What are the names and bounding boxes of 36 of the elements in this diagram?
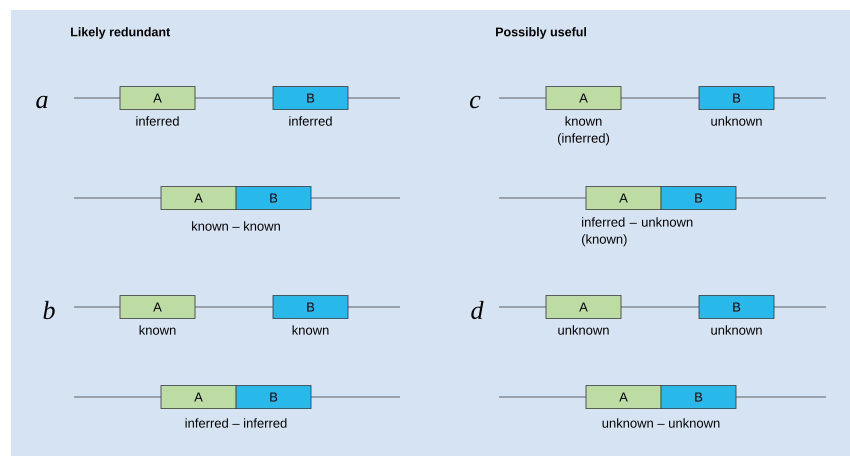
gene-box: B: [698, 295, 774, 319]
gene-box: A: [546, 86, 622, 110]
gene-label: unknown: [558, 325, 609, 335]
column-heading: Possibly useful: [496, 27, 586, 39]
column-heading: Likely redundant: [71, 27, 170, 39]
gene-box: A: [586, 186, 662, 210]
gene-label: inferred: [289, 116, 332, 126]
gene-box: B: [236, 186, 312, 210]
fusion-label: inferred – unknown (known): [582, 217, 692, 246]
gene-box: A: [120, 295, 196, 319]
panel-letter: d: [471, 300, 484, 320]
gene-box: A: [160, 385, 236, 409]
panel-letter: b: [43, 300, 55, 320]
gene-box: A: [120, 86, 196, 110]
gene-box: B: [236, 385, 312, 409]
gene-label: known: [292, 325, 328, 335]
gene-label: inferred: [136, 116, 179, 126]
gene-box: B: [660, 385, 736, 409]
panel-letter: a: [36, 96, 48, 108]
fusion-label: unknown – unknown: [602, 418, 720, 428]
panel-letter: c: [470, 96, 480, 108]
fusion-label: inferred – inferred: [186, 418, 286, 428]
chromosome-line: [195, 306, 273, 308]
fusion-label: known – known: [192, 221, 280, 231]
gene-box: B: [272, 86, 348, 110]
gene-box: B: [660, 186, 736, 210]
chromosome-line: [621, 306, 699, 308]
gene-box: B: [698, 86, 774, 110]
gene-box: A: [546, 295, 622, 319]
gene-label: unknown: [711, 116, 762, 126]
gene-label: known (inferred): [558, 116, 610, 146]
gene-box: B: [272, 295, 348, 319]
gene-box: A: [160, 186, 236, 210]
gene-label: known: [140, 325, 176, 335]
gene-label: unknown: [711, 325, 762, 335]
gene-box: A: [586, 385, 662, 409]
